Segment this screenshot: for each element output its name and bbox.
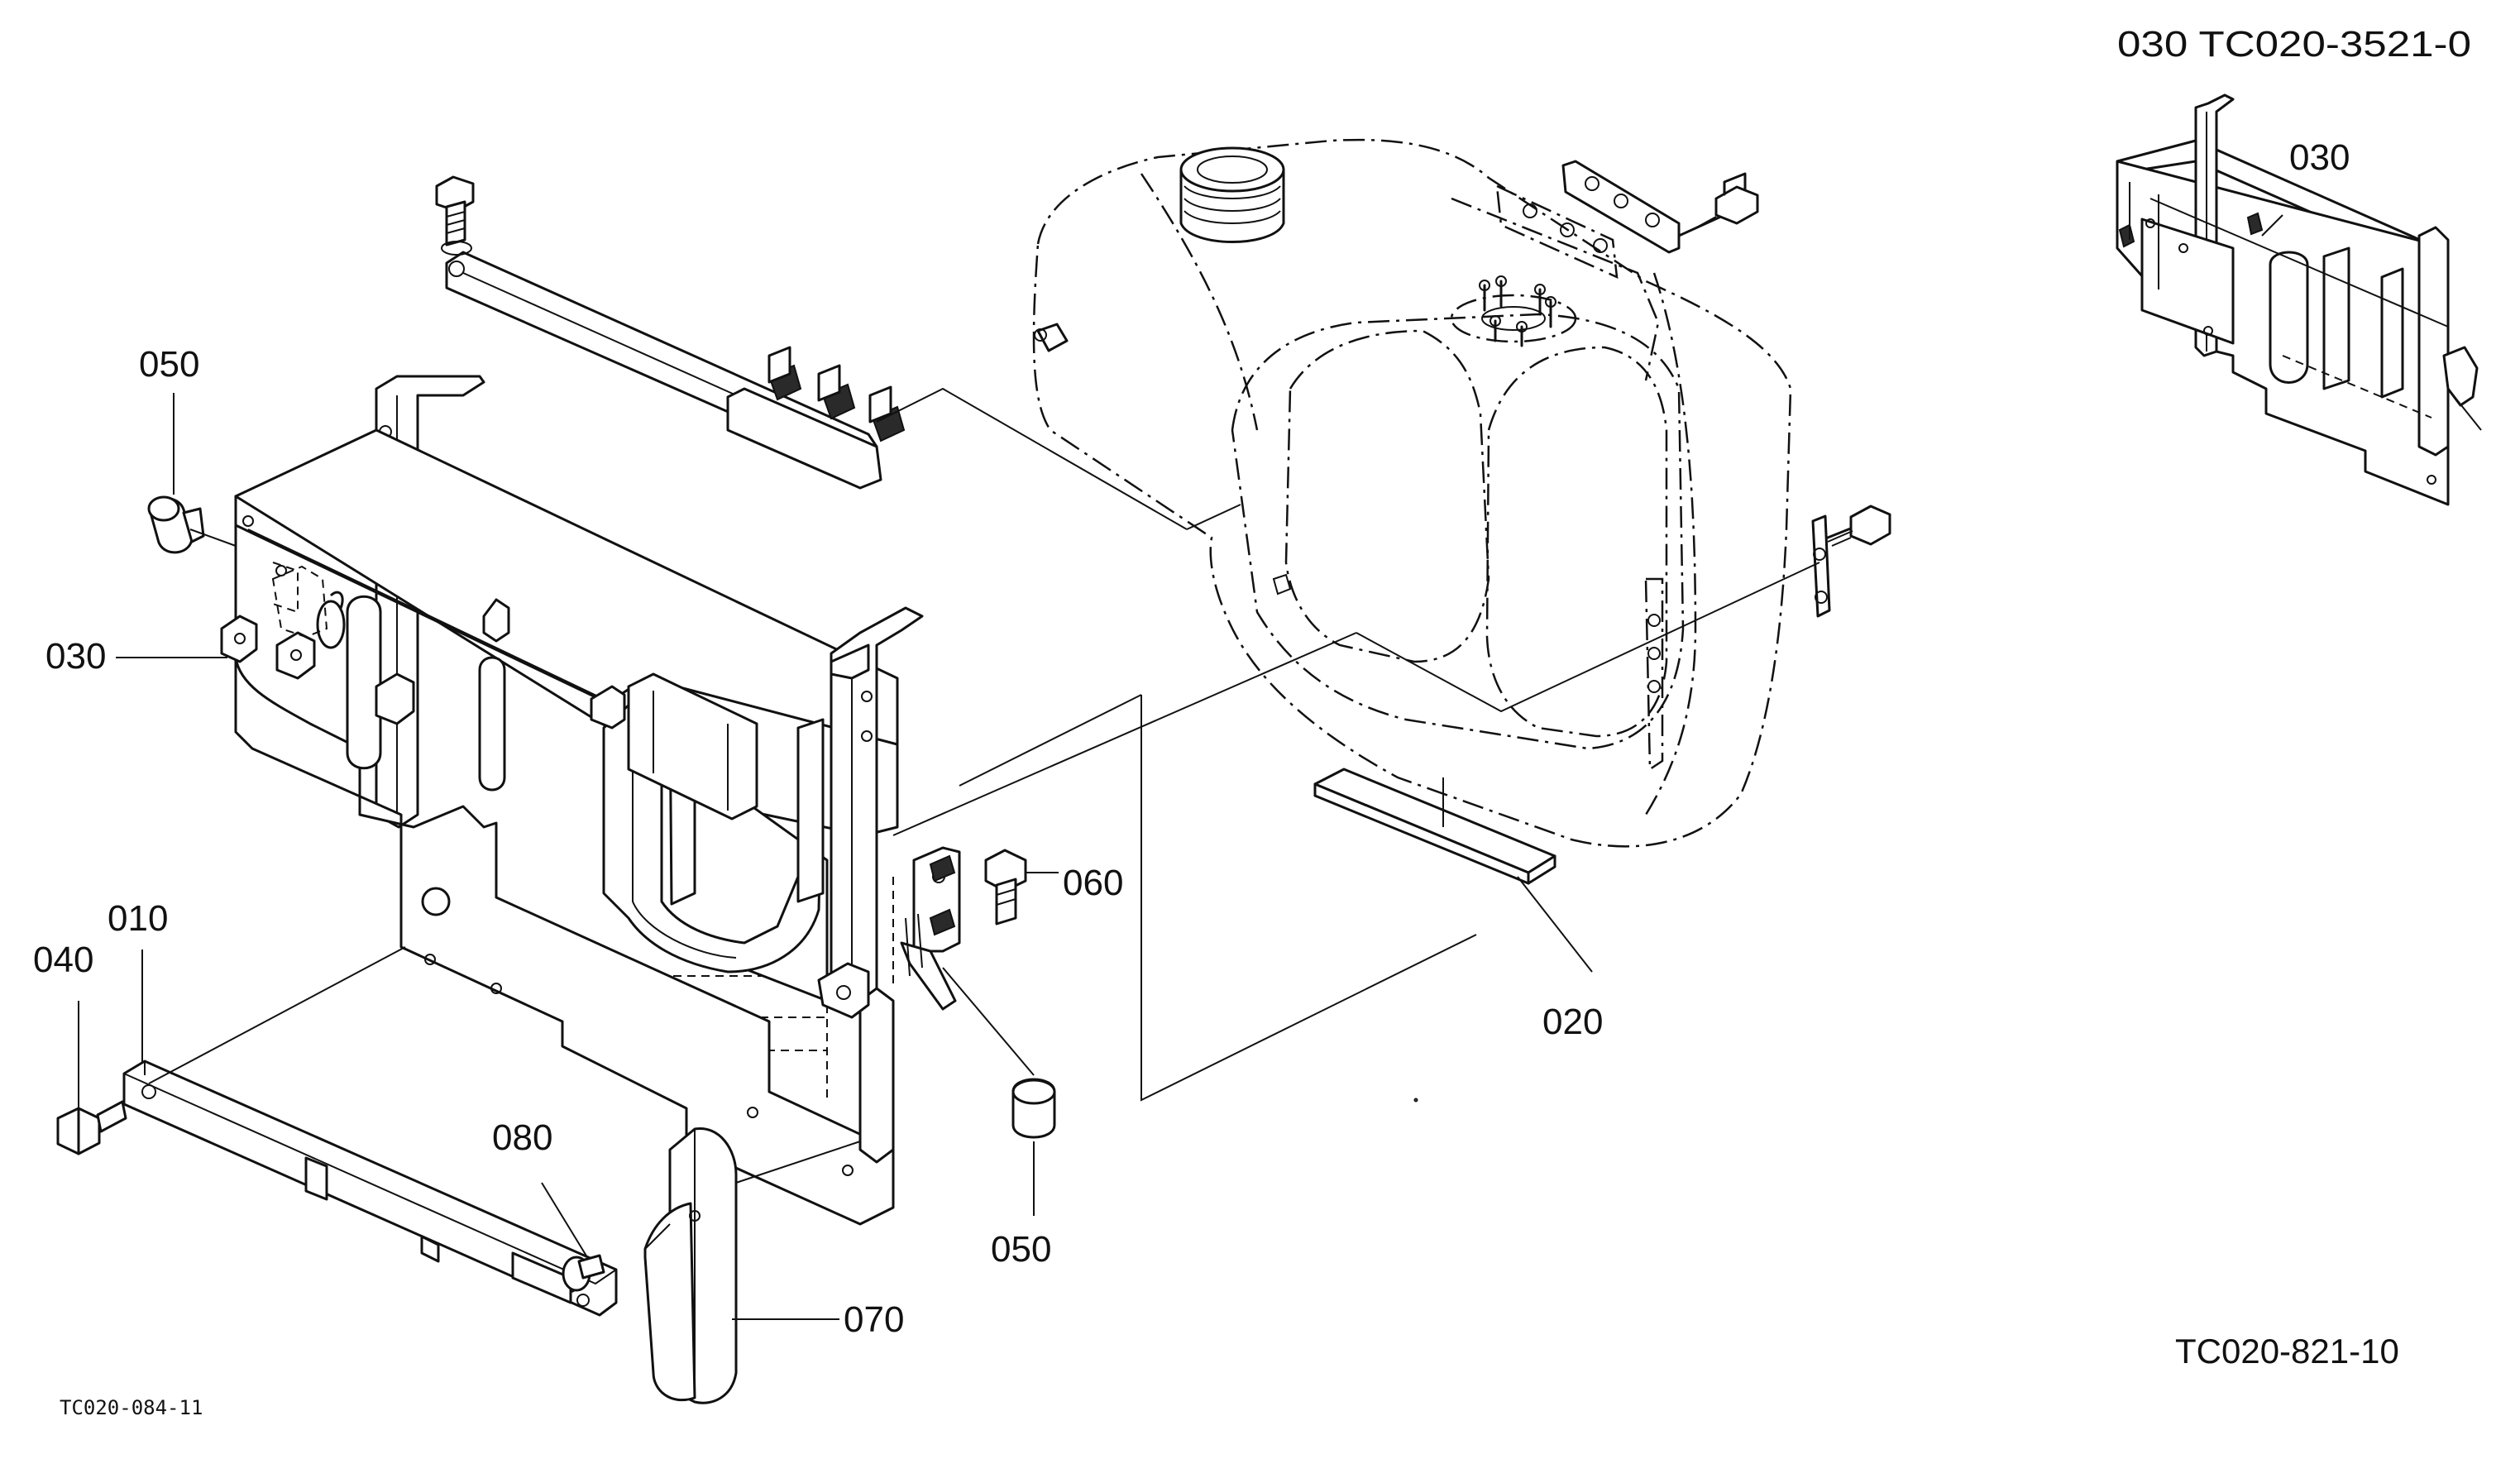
callout-080: 080 (492, 1117, 552, 1158)
drawing-code: TC020-084-11 (60, 1396, 203, 1419)
cover-070 (643, 1127, 738, 1404)
rail-010 (122, 1060, 618, 1317)
plug-080 (562, 1254, 605, 1292)
tank-bracket-030 (220, 175, 961, 1226)
callout-020: 020 (1542, 1002, 1603, 1042)
side-bracket-right (1811, 505, 1891, 618)
leader-lines (148, 387, 1820, 1184)
rubber-mount-050-upper (147, 495, 205, 554)
callout-030: 030 (45, 636, 106, 677)
tank-strap-bracket (1561, 160, 1759, 254)
rubber-pad-020 (1313, 768, 1556, 885)
inset-callout-030: 030 (2289, 137, 2350, 178)
callout-070: 070 (844, 1299, 904, 1340)
callout-060: 060 (1063, 863, 1123, 903)
title-code: 030 TC020-3521-0 (2117, 24, 2471, 65)
tank-phantom (1032, 138, 1792, 848)
callout-leaders (78, 393, 1593, 1320)
bolt-060 (984, 849, 1027, 926)
bolt-040 (56, 1100, 127, 1155)
callout-050-upper: 050 (139, 344, 199, 385)
rubber-mount-050-lower (1011, 1078, 1056, 1139)
callout-050-lower: 050 (991, 1229, 1051, 1270)
inset-bracket-view (2116, 93, 2482, 506)
callout-040: 040 (33, 940, 93, 980)
figure-code: TC020-821-10 (2175, 1332, 2399, 1371)
callout-010: 010 (108, 898, 168, 939)
